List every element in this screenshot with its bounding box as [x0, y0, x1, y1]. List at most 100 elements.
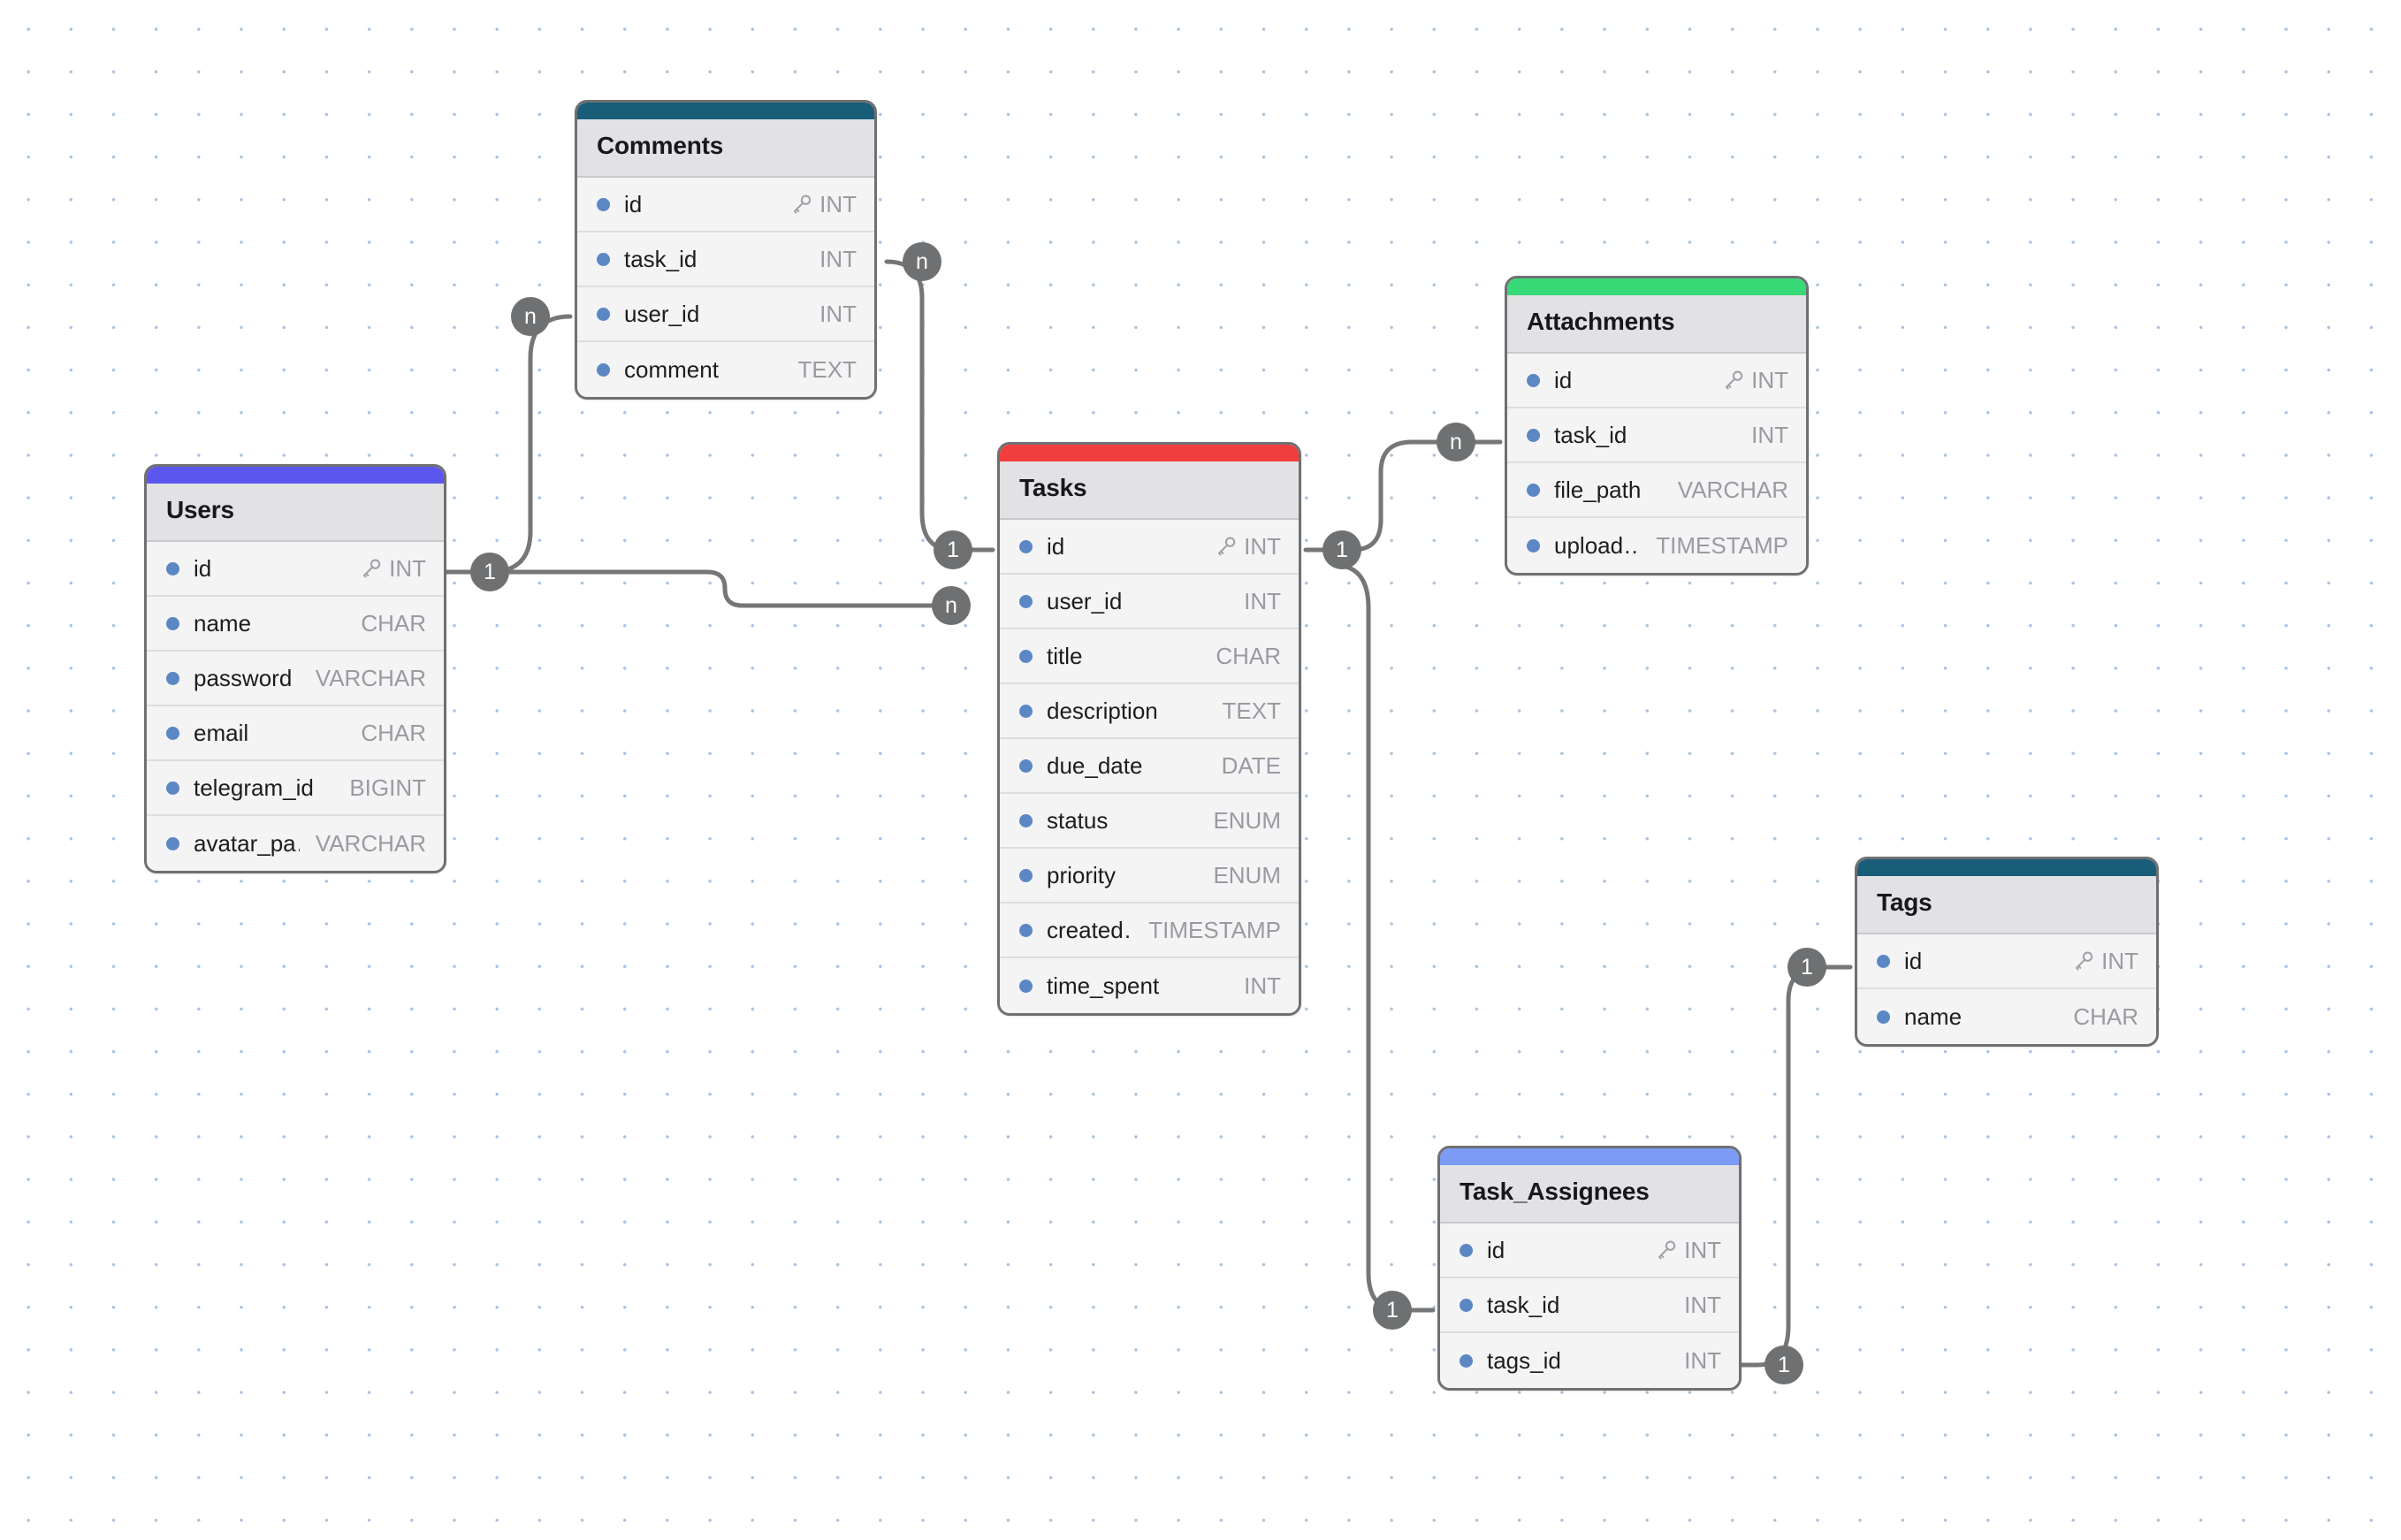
- field-type-group: INT: [2072, 948, 2138, 975]
- field-row-id[interactable]: id INT: [1440, 1224, 1739, 1278]
- field-type-group: TIMESTAMP: [1148, 917, 1281, 944]
- field-name: time_spent: [1047, 972, 1160, 999]
- field-name: name: [194, 609, 252, 637]
- field-name: status: [1047, 806, 1109, 834]
- field-type-group: INT: [1751, 422, 1788, 449]
- entity-accent-bar: [577, 103, 874, 119]
- field-name: priority: [1047, 861, 1117, 888]
- field-name: user_id: [1047, 587, 1123, 614]
- field-row-task_id[interactable]: task_id INT: [1507, 408, 1806, 463]
- entity-accent-bar: [1000, 445, 1299, 461]
- primary-key-icon: [1726, 370, 1743, 390]
- field-row-avatar_pa[interactable]: avatar_pa…VARCHAR: [147, 816, 444, 871]
- field-name: task_id: [1487, 1291, 1560, 1318]
- primary-key-icon: [2076, 951, 2093, 971]
- field-bullet-icon: [597, 252, 610, 266]
- field-name: task_id: [1554, 421, 1627, 448]
- field-type-group: CHAR: [1216, 643, 1281, 670]
- field-type-group: TEXT: [1223, 698, 1281, 725]
- field-type: INT: [1244, 532, 1281, 560]
- field-bullet-icon: [1019, 759, 1033, 773]
- field-type-group: VARCHAR: [1678, 476, 1788, 504]
- field-name: id: [1047, 532, 1065, 560]
- field-type-group: BIGINT: [349, 774, 426, 802]
- cardinality-badge-tags-assignees-1: 1: [1787, 948, 1826, 987]
- field-row-status[interactable]: status ENUM: [1000, 794, 1299, 849]
- cardinality-badge-tasks-assignees-1: 1: [1373, 1291, 1412, 1330]
- primary-key-icon: [794, 194, 812, 214]
- field-type-group: INT: [1684, 1292, 1721, 1319]
- cardinality-badge-tasks-attachments-1: 1: [1322, 530, 1361, 569]
- field-row-task_id[interactable]: task_id INT: [1440, 1278, 1739, 1333]
- field-bullet-icon: [1527, 428, 1540, 442]
- field-name: due_date: [1047, 751, 1143, 779]
- cardinality-badge-users-comments-n: n: [511, 297, 550, 336]
- field-bullet-icon: [1019, 923, 1033, 937]
- field-type-group: TEXT: [798, 356, 857, 384]
- field-row-upload[interactable]: upload…TIMESTAMP: [1507, 518, 1806, 573]
- field-type: TEXT: [797, 355, 857, 383]
- field-type: INT: [1244, 587, 1281, 614]
- field-type: VARCHAR: [1677, 476, 1788, 503]
- field-row-email[interactable]: email CHAR: [147, 706, 444, 761]
- field-row-task_id[interactable]: task_id INT: [577, 233, 874, 287]
- relationship-edge-users-comments: [444, 314, 573, 575]
- field-name: id: [1487, 1236, 1505, 1263]
- field-name: upload…: [1554, 531, 1641, 559]
- field-row-created[interactable]: created…TIMESTAMP: [1000, 903, 1299, 958]
- field-name: id: [194, 554, 212, 582]
- field-row-time_spent[interactable]: time_spent INT: [1000, 958, 1299, 1013]
- field-name: task_id: [624, 245, 697, 272]
- field-type-group: INT: [790, 191, 857, 218]
- field-bullet-icon: [597, 197, 610, 211]
- field-type: VARCHAR: [315, 829, 426, 857]
- field-row-file_path[interactable]: file_path VARCHAR: [1507, 463, 1806, 518]
- cardinality-badge-tasks-comments-1: 1: [934, 530, 972, 569]
- field-bullet-icon: [1527, 483, 1540, 497]
- field-type: INT: [1684, 1236, 1721, 1263]
- field-type: INT: [1244, 972, 1281, 999]
- entity-accent-bar: [1507, 278, 1806, 295]
- field-type-group: CHAR: [361, 720, 426, 747]
- field-type-group: INT: [819, 301, 857, 328]
- field-bullet-icon: [1019, 704, 1033, 718]
- field-type-group: ENUM: [1213, 807, 1281, 835]
- primary-key-icon: [1658, 1240, 1676, 1260]
- field-name: email: [194, 719, 249, 746]
- field-bullet-icon: [1877, 954, 1890, 968]
- field-type: INT: [1684, 1346, 1721, 1374]
- field-bullet-icon: [1019, 868, 1033, 882]
- field-row-id[interactable]: id INT: [1000, 520, 1299, 575]
- field-type-group: INT: [1244, 588, 1281, 615]
- cardinality-badge-tags-assignees-1: 1: [1765, 1346, 1803, 1384]
- field-bullet-icon: [1527, 538, 1540, 553]
- field-bullet-icon: [1527, 373, 1540, 387]
- entity-accent-bar: [1857, 859, 2156, 876]
- field-type: INT: [819, 245, 857, 272]
- field-row-user_id[interactable]: user_id INT: [1000, 575, 1299, 629]
- field-bullet-icon: [166, 781, 179, 795]
- field-name: file_path: [1554, 476, 1642, 503]
